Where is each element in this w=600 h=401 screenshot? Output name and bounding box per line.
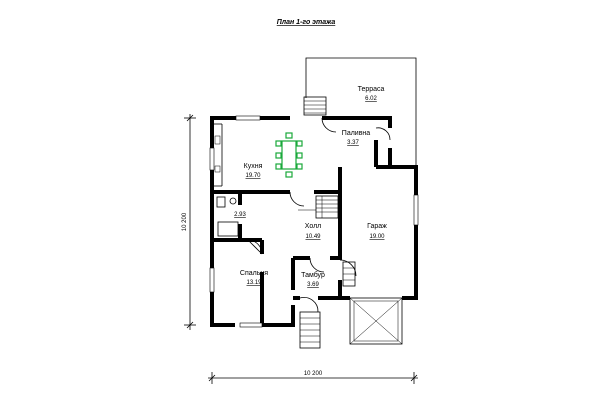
kitchen-label: Кухня xyxy=(244,163,263,170)
terrace-outline xyxy=(305,57,417,165)
dining-table xyxy=(275,132,303,178)
terrace-label: Терраса xyxy=(358,86,385,93)
bath-area: 2.93 xyxy=(234,212,246,218)
garage-steps xyxy=(342,261,356,287)
main-walls xyxy=(210,116,418,327)
vestibule-label: Тамбур xyxy=(301,271,325,279)
hall-label: Холл xyxy=(305,223,322,230)
garage-label: Гараж xyxy=(367,223,387,230)
kitchen-counter xyxy=(212,123,223,187)
terrace-area: 6.02 xyxy=(365,96,377,102)
vestibule-area: 3.69 xyxy=(307,282,319,288)
driveway xyxy=(349,297,403,345)
dimension-vertical: 10 200 xyxy=(182,114,196,330)
room-labels: Терраса 6.02 Паливна 3.37 Кухня 19.70 2.… xyxy=(234,86,387,288)
windows xyxy=(209,115,419,328)
kitchen-area: 19.70 xyxy=(245,173,261,179)
dimension-horizontal: 10 200 xyxy=(208,371,418,384)
plan-title: План 1-го этажа xyxy=(277,19,336,26)
height-dimension: 10 200 xyxy=(182,212,188,231)
hall-staircase xyxy=(298,195,339,219)
boiler-area: 3.37 xyxy=(347,140,359,146)
bedroom-area: 13.19 xyxy=(246,280,262,286)
boiler-label: Паливна xyxy=(342,130,371,137)
terrace-steps xyxy=(303,96,327,116)
bathroom-fixtures xyxy=(216,196,239,237)
width-dimension: 10 200 xyxy=(304,371,323,377)
hall-area: 10.49 xyxy=(305,234,321,240)
garage-area: 19.00 xyxy=(369,234,385,240)
doors xyxy=(247,117,391,313)
bedroom-label: Спальня xyxy=(240,270,268,277)
entrance-steps xyxy=(299,311,321,349)
